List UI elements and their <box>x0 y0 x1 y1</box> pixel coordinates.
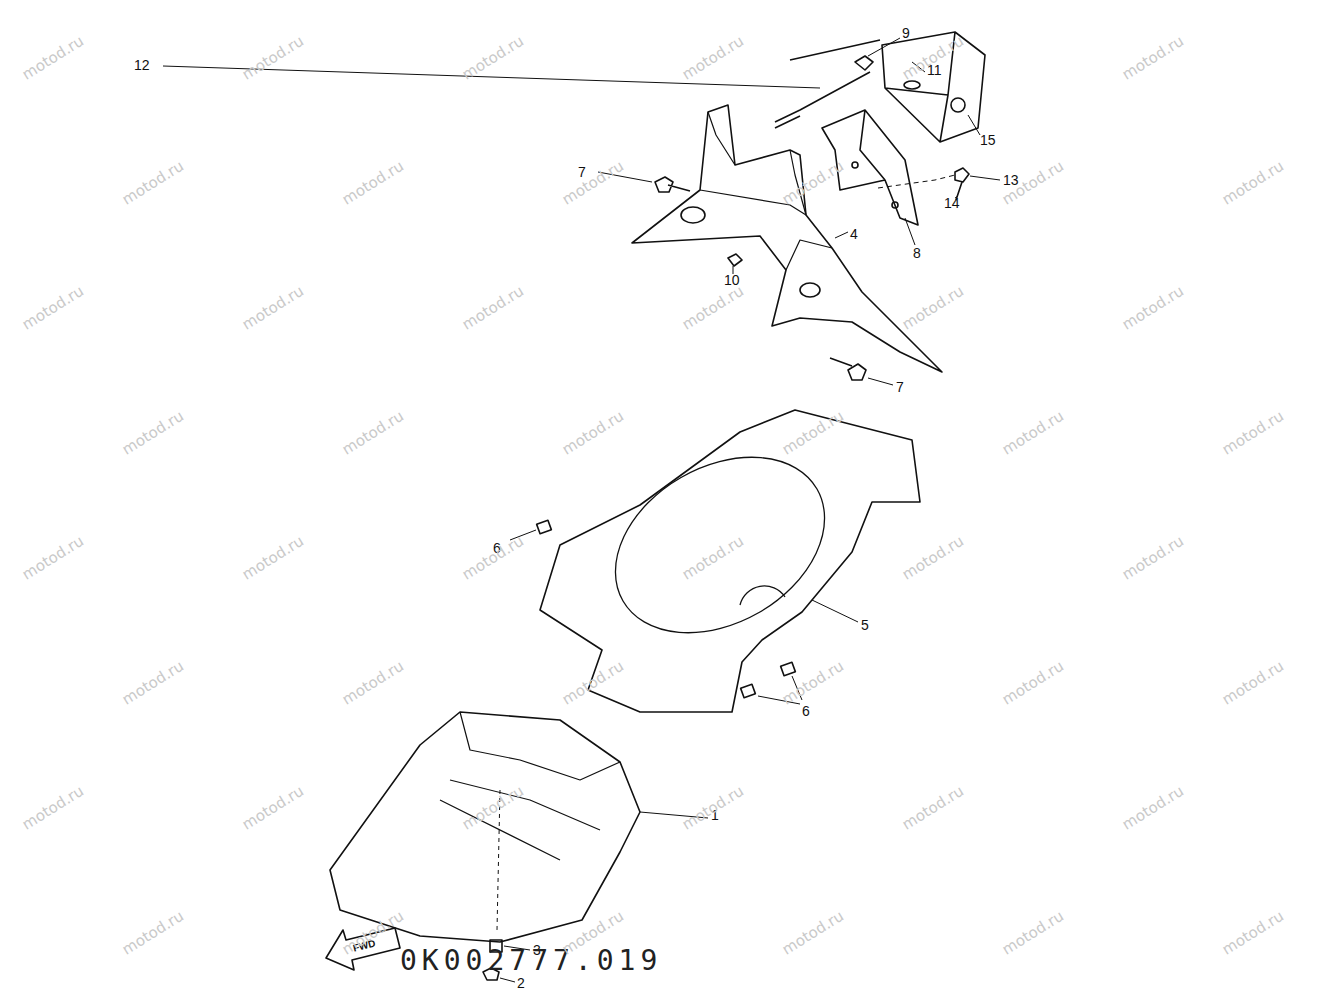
watermark: motod.ru <box>560 409 626 458</box>
watermark: motod.ru <box>340 159 406 208</box>
mud-guard <box>540 410 920 712</box>
watermark: motod.ru <box>240 34 306 83</box>
watermark: motod.ru <box>460 34 526 83</box>
callout-number: 6 <box>802 704 810 718</box>
callout-number: 7 <box>896 380 904 394</box>
bolt <box>830 358 866 380</box>
front-fender <box>330 712 640 942</box>
watermark: motod.ru <box>900 784 966 833</box>
callout-number: 9 <box>902 26 910 40</box>
callout-number: 4 <box>850 227 858 241</box>
drawing-code: 0K002777.019 <box>400 947 662 975</box>
watermark: motod.ru <box>20 34 86 83</box>
callout-number: 12 <box>134 58 150 72</box>
watermark: motod.ru <box>1120 534 1186 583</box>
watermark: motod.ru <box>780 909 846 958</box>
grommet <box>855 56 873 70</box>
watermark: motod.ru <box>120 909 186 958</box>
watermark: motod.ru <box>20 534 86 583</box>
watermark: motod.ru <box>560 159 626 208</box>
watermark: motod.ru <box>1220 409 1286 458</box>
watermark: motod.ru <box>20 284 86 333</box>
watermark: motod.ru <box>900 534 966 583</box>
watermark: motod.ru <box>340 659 406 708</box>
callout-number: 2 <box>517 976 525 990</box>
watermark: motod.ru <box>1000 909 1066 958</box>
watermark: motod.ru <box>680 534 746 583</box>
watermark: motod.ru <box>240 284 306 333</box>
watermark: motod.ru <box>1000 659 1066 708</box>
watermark: motod.ru <box>680 284 746 333</box>
watermark: motod.ru <box>780 159 846 208</box>
watermark: motod.ru <box>1120 284 1186 333</box>
watermark: motod.ru <box>780 659 846 708</box>
watermark: motod.ru <box>340 409 406 458</box>
callout-number: 14 <box>944 196 960 210</box>
rear-fender <box>632 105 942 372</box>
watermark: motod.ru <box>20 784 86 833</box>
bolt <box>655 177 690 192</box>
watermark: motod.ru <box>1220 159 1286 208</box>
watermark: motod.ru <box>1120 784 1186 833</box>
watermark: motod.ru <box>120 659 186 708</box>
watermark: motod.ru <box>560 659 626 708</box>
watermark: motod.ru <box>900 284 966 333</box>
watermark: motod.ru <box>460 284 526 333</box>
watermark: motod.ru <box>1220 909 1286 958</box>
watermark: motod.ru <box>1220 659 1286 708</box>
watermark: motod.ru <box>680 34 746 83</box>
watermark: motod.ru <box>240 534 306 583</box>
license-light <box>882 32 985 142</box>
watermark: motod.ru <box>1000 409 1066 458</box>
watermark: motod.ru <box>240 784 306 833</box>
callout-number: 7 <box>578 165 586 179</box>
nut <box>537 520 552 534</box>
watermark: motod.ru <box>780 409 846 458</box>
clip <box>728 254 742 266</box>
watermark: motod.ru <box>1120 34 1186 83</box>
callout-number: 15 <box>980 133 996 147</box>
watermark: motod.ru <box>120 409 186 458</box>
callout-number: 5 <box>861 618 869 632</box>
watermark: motod.ru <box>120 159 186 208</box>
watermark: motod.ru <box>680 784 746 833</box>
callout-number: 8 <box>913 246 921 260</box>
